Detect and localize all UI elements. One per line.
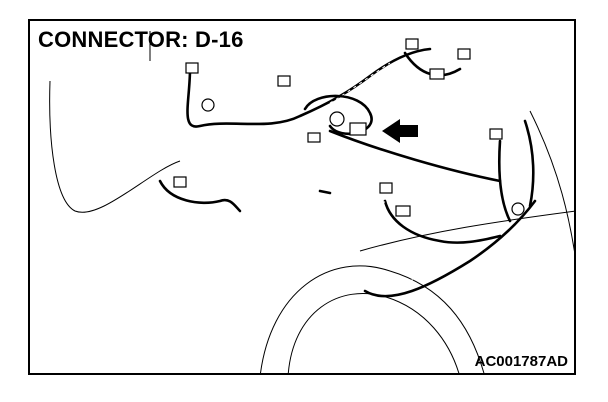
harness-illustration — [49, 31, 574, 373]
body-outline-front — [49, 80, 181, 213]
grommet — [201, 98, 215, 112]
connector-icon — [173, 176, 187, 188]
connector-icon — [405, 38, 419, 50]
harness-right-vertical — [498, 139, 512, 223]
connector-d16-icon — [349, 122, 367, 136]
connector-icon — [429, 68, 445, 80]
diagram-title: CONNECTOR: D-16 — [38, 27, 244, 52]
connector-icon — [457, 48, 471, 60]
grommet — [329, 111, 345, 127]
wheel-arch-inner — [287, 293, 460, 373]
harness-dash-left — [318, 189, 332, 195]
harness-loop — [303, 94, 373, 135]
harness-right-up — [523, 119, 535, 208]
harness-long-cross — [328, 129, 502, 183]
connector-icon — [395, 205, 411, 217]
body-outline-side — [529, 110, 574, 252]
diagram-frame: CONNECTOR: D-16 AC001787AD — [28, 19, 576, 375]
grommet — [511, 202, 525, 216]
connector-icon — [277, 75, 291, 87]
harness-main — [186, 47, 432, 128]
harness-left-loop — [158, 179, 242, 213]
wheel-arch — [260, 265, 485, 373]
figure-code: AC001787AD — [474, 353, 568, 370]
connector-icon — [185, 62, 199, 74]
connector-icon — [379, 182, 393, 194]
harness-mid — [383, 199, 502, 244]
connector-icon — [489, 128, 503, 140]
harness-lower — [363, 199, 537, 298]
fender-line — [359, 210, 574, 252]
connector-icon — [307, 132, 321, 143]
pointer-arrow-icon — [382, 119, 418, 143]
